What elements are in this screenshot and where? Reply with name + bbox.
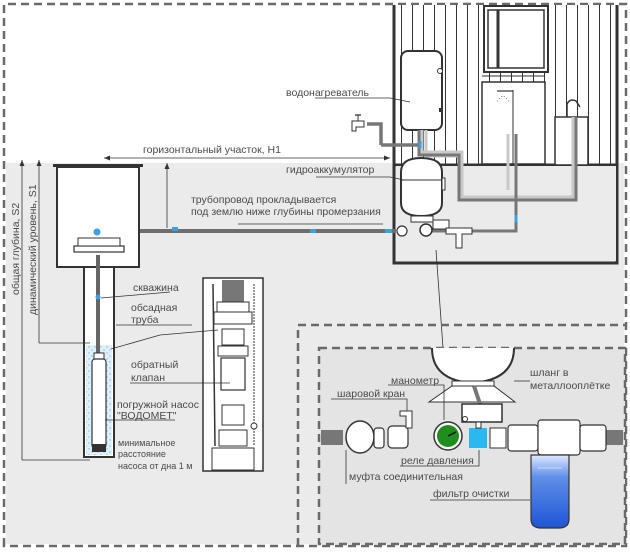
label-hose-line2: металлооплётке: [530, 380, 610, 392]
label-pump-line1: погружной насос: [117, 399, 199, 411]
pump-detail: [202, 277, 264, 472]
label-ball-valve: шаровой кран: [337, 388, 405, 400]
label-filter: фильтр очистки: [433, 488, 509, 500]
label-check-valve-line1: обратный: [131, 359, 178, 371]
water-heater: [400, 50, 443, 131]
label-casing-line1: обсадная: [131, 302, 177, 314]
label-casing-line2: труба: [131, 314, 159, 326]
hydro-accumulator: [400, 156, 446, 218]
label-dynamic-level: динамический уровень, S1: [27, 184, 39, 315]
shower-cabin: ⋰⋱: [481, 75, 546, 165]
faucet-icon: [566, 99, 581, 117]
well-casing: [83, 255, 115, 458]
label-pipeline-line1: трубопровод прокладывается: [191, 194, 336, 206]
window: [483, 5, 549, 73]
label-hose-line1: шланг в: [530, 367, 569, 379]
label-coupling: муфта соединительная: [349, 471, 463, 483]
well-caisson: [53, 164, 143, 268]
leader-lines: [100, 97, 444, 421]
detail-outer-dashed: [296, 323, 626, 546]
pump-group: [396, 215, 473, 249]
label-min-distance-line1: минимальное: [118, 438, 175, 448]
label-min-distance-line3: насоса от дна 1 м: [118, 461, 192, 471]
shower-head-icon: ⋰⋱: [496, 96, 510, 103]
label-pump-line2: "ВОДОМЕТ": [117, 410, 177, 422]
label-pipeline-line2: под землю ниже глубины промерзания: [191, 206, 381, 218]
label-pressure-relay: реле давления: [401, 455, 474, 467]
label-check-valve-line2: клапан: [131, 372, 165, 384]
label-well: скважина: [133, 282, 179, 294]
label-water-heater: водонагреватель: [286, 87, 370, 99]
label-manometer: манометр: [391, 375, 439, 387]
filter-flask: [530, 454, 570, 529]
detail-assembly: [321, 347, 623, 529]
label-horizontal-section: горизонтальный участок, H1: [143, 144, 281, 156]
outdoor-tap-icon: [351, 114, 365, 132]
label-min-distance-line2: расстояние: [118, 449, 166, 459]
house-outline: [392, 5, 619, 265]
house-pipes: [367, 117, 578, 233]
label-total-depth: общая глубина, S2: [10, 203, 22, 295]
dimension-lines: [21, 157, 390, 461]
label-accumulator: гидроаккумулятор: [286, 164, 374, 176]
